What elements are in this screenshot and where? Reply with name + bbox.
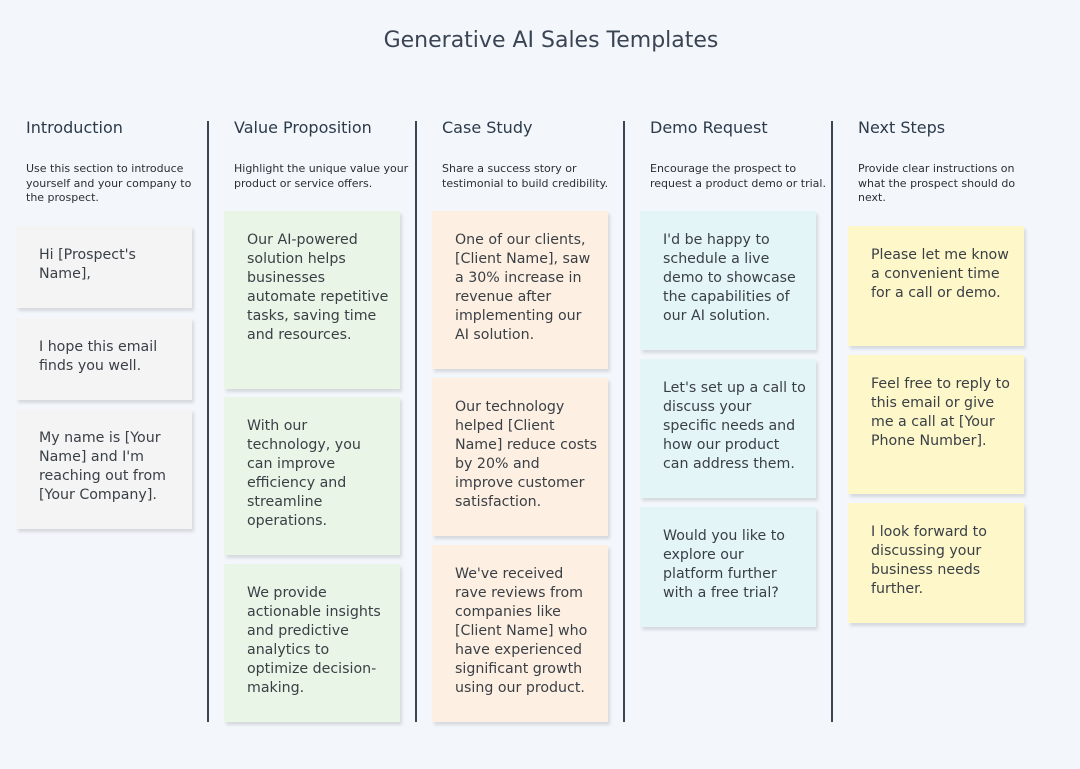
column-divider [207, 121, 209, 722]
column-heading: Next Steps [858, 118, 946, 137]
column-next-steps: Next Steps Provide clear instructions on… [848, 118, 1038, 204]
column-heading: Introduction [26, 118, 123, 137]
page-title: Generative AI Sales Templates [383, 28, 719, 53]
column-demo-request: Demo Request Encourage the prospect to r… [640, 118, 830, 190]
sticky-note[interactable]: We've received rave reviews from compani… [432, 545, 608, 722]
sticky-note[interactable]: My name is [Your Name] and I'm reaching … [16, 409, 192, 529]
sticky-note[interactable]: I look forward to discussing your busine… [848, 503, 1024, 623]
column-heading: Case Study [442, 118, 533, 137]
sticky-note[interactable]: Please let me know a convenient time for… [848, 226, 1024, 346]
sticky-note[interactable]: I hope this email finds you well. [16, 318, 192, 400]
column-divider [623, 121, 625, 722]
sticky-note[interactable]: I'd be happy to schedule a live demo to … [640, 211, 816, 350]
column-case-study: Case Study Share a success story or test… [432, 118, 622, 190]
sticky-note[interactable]: Our AI-powered solution helps businesses… [224, 211, 400, 389]
column-description: Share a success story or testimonial to … [442, 162, 609, 190]
sticky-note[interactable]: With our technology, you can improve eff… [224, 397, 400, 555]
column-value-proposition: Value Proposition Highlight the unique v… [224, 118, 414, 190]
sticky-note[interactable]: Hi [Prospect's Name], [16, 226, 192, 308]
column-description: Encourage the prospect to request a prod… [650, 162, 826, 190]
column-divider [831, 121, 833, 722]
column-heading: Value Proposition [234, 118, 372, 137]
sticky-note[interactable]: One of our clients, [Client Name], saw a… [432, 211, 608, 369]
sticky-note[interactable]: Let's set up a call to discuss your spec… [640, 359, 816, 498]
column-description: Use this section to introduce yourself a… [26, 162, 192, 204]
column-introduction: Introduction Use this section to introdu… [16, 118, 206, 204]
column-divider [415, 121, 417, 722]
sticky-note[interactable]: We provide actionable insights and predi… [224, 564, 400, 722]
sticky-note[interactable]: Feel free to reply to this email or give… [848, 355, 1024, 494]
sticky-note[interactable]: Would you like to explore our platform f… [640, 507, 816, 627]
column-heading: Demo Request [650, 118, 768, 137]
column-description: Provide clear instructions on what the p… [858, 162, 1016, 204]
column-description: Highlight the unique value your product … [234, 162, 409, 190]
sticky-note[interactable]: Our technology helped [Client Name] redu… [432, 378, 608, 536]
